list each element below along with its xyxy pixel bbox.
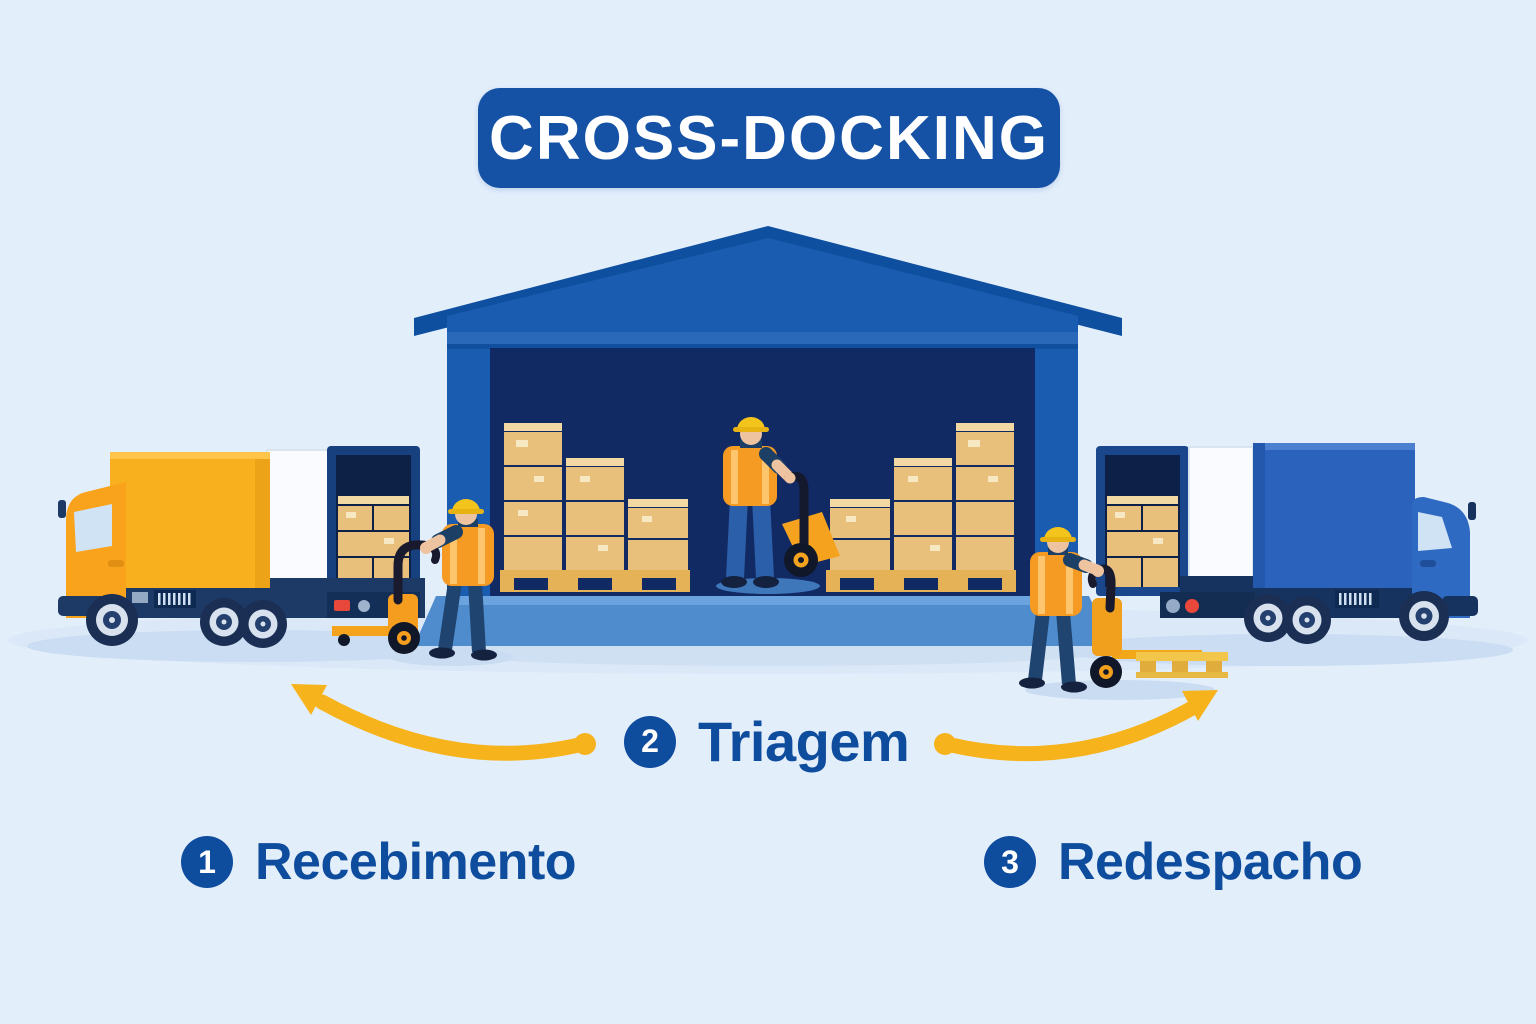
step-redespacho: 3 Redespacho xyxy=(984,832,1363,892)
arrow-to-receiving xyxy=(291,684,596,761)
arrow-to-dispatch xyxy=(934,690,1218,762)
worker-sorting xyxy=(716,417,840,594)
loading-dock-platform xyxy=(414,596,1112,646)
pallet-jack-left xyxy=(388,540,441,654)
worker-dispatch xyxy=(1019,527,1228,700)
step-2-label: Triagem xyxy=(698,710,910,773)
step-3-badge: 3 xyxy=(984,836,1036,888)
box-stack-right xyxy=(826,423,1016,592)
inbound-truck-wheels xyxy=(86,594,287,648)
page-title: CROSS-DOCKING xyxy=(489,103,1049,173)
inbound-truck xyxy=(58,446,425,648)
warehouse xyxy=(414,226,1122,646)
yellow-pallet xyxy=(1136,652,1228,678)
title-banner: CROSS-DOCKING xyxy=(478,88,1060,188)
step-1-badge: 1 xyxy=(181,836,233,888)
worker-receiving xyxy=(332,499,514,666)
outbound-truck xyxy=(1096,443,1478,644)
step-1-label: Recebimento xyxy=(255,833,577,891)
outbound-truck-wheels xyxy=(1244,591,1449,644)
step-2-badge: 2 xyxy=(624,715,676,768)
box-stack-left xyxy=(500,423,690,592)
step-3-label: Redespacho xyxy=(1058,833,1363,891)
step-triagem: 2 Triagem xyxy=(624,709,910,774)
pallet-jack-right xyxy=(1087,564,1122,688)
pallet-jack-center xyxy=(782,472,840,577)
boxes-in-outbound-truck xyxy=(1107,496,1178,587)
step-recebimento: 1 Recebimento xyxy=(181,832,577,892)
